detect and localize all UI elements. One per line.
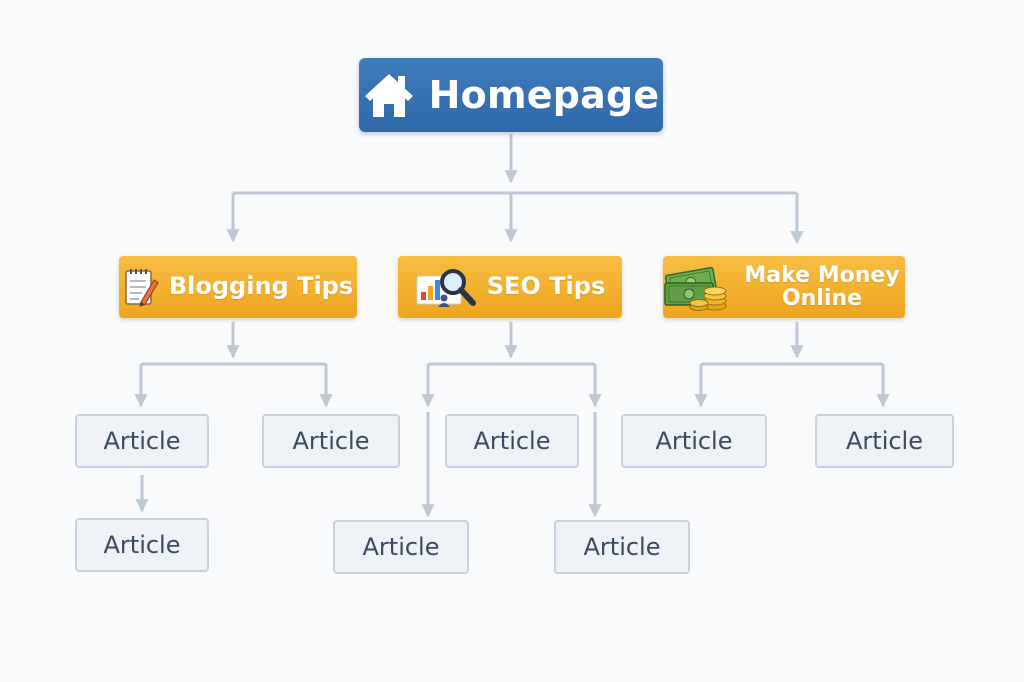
category-make-money-online[interactable]: Make Money Online [663, 256, 905, 318]
category-label: SEO Tips [486, 272, 606, 301]
article-node-seo-3[interactable]: Article [554, 520, 690, 574]
article-node-money-2[interactable]: Article [815, 414, 954, 468]
house-icon [364, 74, 413, 117]
homepage-node[interactable]: Homepage [359, 58, 663, 132]
category-blogging-tips[interactable]: Blogging Tips [119, 256, 357, 318]
article-node-seo-2[interactable]: Article [333, 520, 469, 574]
money-coins-icon [664, 266, 727, 311]
category-label: Make Money Online [744, 262, 900, 311]
category-label: Blogging Tips [168, 272, 354, 301]
article-node-blogging-2[interactable]: Article [262, 414, 400, 468]
magnifier-chart-icon [416, 269, 476, 307]
homepage-label: Homepage [428, 73, 660, 117]
article-node-money-1[interactable]: Article [621, 414, 767, 468]
notepad-pencil-icon [125, 269, 159, 307]
article-node-blogging-1[interactable]: Article [75, 414, 209, 468]
article-node-seo-1[interactable]: Article [445, 414, 579, 468]
article-node-blogging-3[interactable]: Article [75, 518, 209, 572]
category-seo-tips[interactable]: SEO Tips [398, 256, 622, 318]
